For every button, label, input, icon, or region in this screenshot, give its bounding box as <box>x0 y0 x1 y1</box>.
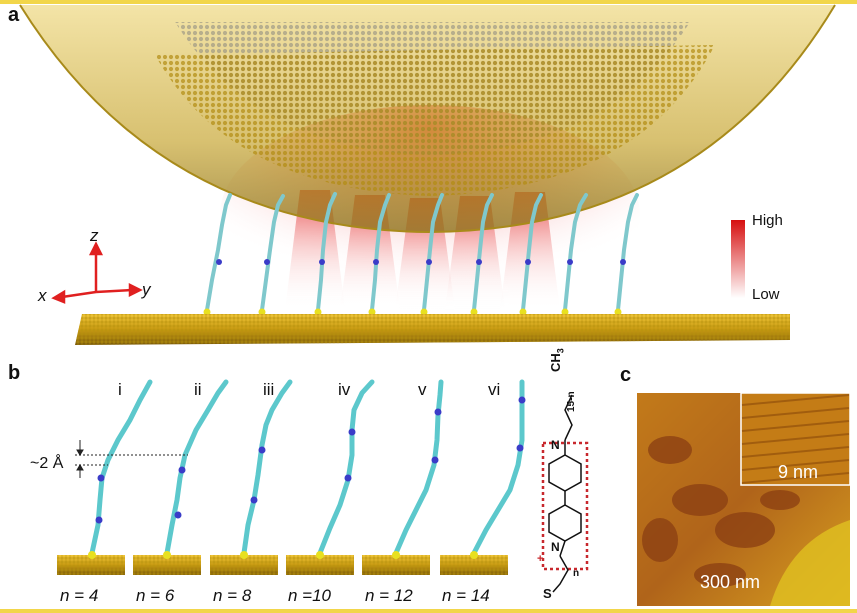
n-label-10: n =10 <box>288 586 332 605</box>
structure-ch3-label: CH3 <box>548 348 566 372</box>
legend-high-label: High <box>752 212 783 229</box>
afm-bright-region <box>770 520 850 606</box>
axis-label-z: z <box>90 226 99 245</box>
bottom-border <box>0 609 857 613</box>
molecule-label-iv: iv <box>338 380 351 399</box>
structure-s-label: S <box>543 586 552 601</box>
spacing-marks <box>75 440 188 478</box>
structure-plus: + <box>537 553 544 565</box>
structure-n-bottom: N <box>551 540 560 554</box>
molecule-s-atoms <box>203 308 622 316</box>
axis-label-y: y <box>142 280 151 299</box>
molecule-chains <box>205 192 639 312</box>
inset-scalebar-label: 9 nm <box>778 462 819 482</box>
panel-label-a: a <box>8 4 20 26</box>
molecule-label-iii: iii <box>263 380 275 399</box>
molecule-label-i: i <box>118 380 122 399</box>
tip-lattice-gold <box>155 45 715 196</box>
main-scalebar-label: 300 nm <box>700 572 761 592</box>
coordinate-axes <box>51 241 143 304</box>
panel-b-molecules <box>89 379 525 556</box>
structure-n-top: N <box>551 438 560 452</box>
axis-label-x: x <box>38 286 47 305</box>
panel-b-substrates <box>57 555 508 575</box>
legend-low-label: Low <box>752 286 780 303</box>
spacing-label: ~2 Å <box>30 455 64 472</box>
afm-inset-lattice <box>741 394 850 484</box>
structure-subn-label: n <box>573 568 580 579</box>
molecule-label-v: v <box>418 380 427 399</box>
molecule-label-ii: ii <box>194 380 202 399</box>
panel-label-b: b <box>8 362 21 384</box>
legend-colorbar <box>731 220 745 298</box>
n-label-12: n = 12 <box>365 586 413 605</box>
structure-sub15-label: 15-n <box>566 391 577 412</box>
top-border <box>0 0 857 4</box>
molecule-label-vi: vi <box>488 380 501 399</box>
n-label-4: n = 4 <box>60 586 99 605</box>
panel-b-n-atoms <box>95 396 526 524</box>
molecule-n-atoms <box>216 259 626 265</box>
n-label-8: n = 8 <box>213 586 252 605</box>
panel-b-s-atoms <box>88 551 478 559</box>
afm-domains <box>642 436 800 587</box>
n-label-6: n = 6 <box>136 586 175 605</box>
n-label-14: n = 14 <box>442 586 490 605</box>
panel-label-c: c <box>620 364 632 386</box>
chemical-structure <box>541 394 589 593</box>
